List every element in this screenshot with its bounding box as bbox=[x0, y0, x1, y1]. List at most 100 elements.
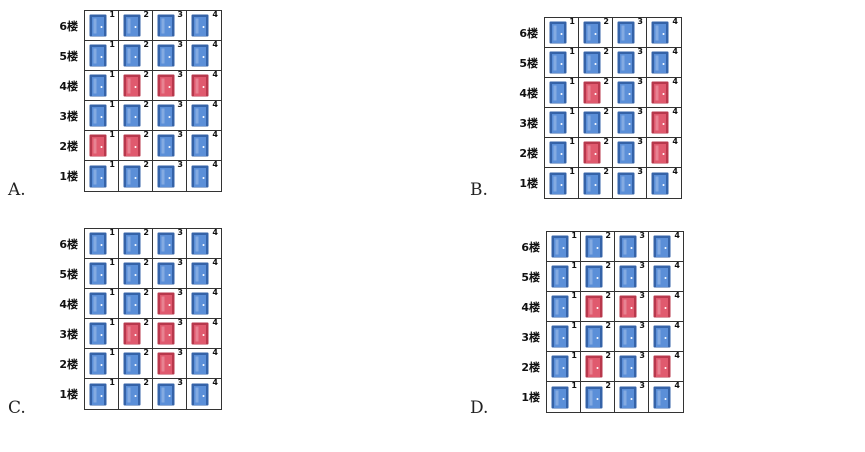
room-number: 3 bbox=[177, 40, 183, 49]
door-icon bbox=[651, 51, 669, 74]
room-number: 3 bbox=[177, 378, 183, 387]
room-cell: 1 bbox=[545, 48, 579, 78]
room-cell: 1 bbox=[85, 289, 119, 319]
door-icon bbox=[617, 81, 635, 104]
door-icon bbox=[651, 172, 669, 195]
room-cell: 3 bbox=[153, 131, 187, 161]
room-cell-highlighted: 2 bbox=[119, 131, 153, 161]
room-cell-highlighted: 3 bbox=[153, 71, 187, 101]
door-icon bbox=[89, 383, 107, 406]
floor-label: 6楼 bbox=[521, 241, 540, 254]
room-cell-highlighted: 2 bbox=[119, 71, 153, 101]
room-cell-highlighted: 2 bbox=[581, 352, 615, 382]
room-number: 3 bbox=[177, 160, 183, 169]
room-cell: 3 bbox=[153, 41, 187, 71]
door-icon bbox=[123, 352, 141, 375]
door-icon bbox=[123, 232, 141, 255]
room-number: 2 bbox=[143, 100, 149, 109]
room-number: 4 bbox=[212, 318, 218, 327]
room-cell-highlighted: 4 bbox=[647, 138, 681, 168]
room-cell: 3 bbox=[613, 108, 647, 138]
room-cell: 2 bbox=[119, 229, 153, 259]
room-number: 2 bbox=[143, 318, 149, 327]
room-cell-highlighted: 2 bbox=[579, 138, 613, 168]
room-number: 1 bbox=[569, 137, 575, 146]
room-cell: 3 bbox=[153, 11, 187, 41]
room-number: 3 bbox=[639, 351, 645, 360]
room-cell: 4 bbox=[647, 48, 681, 78]
room-number: 3 bbox=[639, 231, 645, 240]
door-icon bbox=[585, 235, 603, 258]
door-icon bbox=[651, 21, 669, 44]
room-number: 2 bbox=[603, 167, 609, 176]
room-cell: 2 bbox=[119, 11, 153, 41]
room-cell: 4 bbox=[187, 11, 221, 41]
room-number: 3 bbox=[177, 228, 183, 237]
room-cell: 4 bbox=[187, 379, 221, 409]
room-cell: 4 bbox=[187, 289, 221, 319]
door-icon bbox=[157, 134, 175, 157]
room-number: 1 bbox=[109, 100, 115, 109]
room-number: 3 bbox=[177, 318, 183, 327]
highlighted-door-icon bbox=[191, 322, 209, 345]
room-cell: 4 bbox=[187, 101, 221, 131]
room-cell: 2 bbox=[119, 101, 153, 131]
floor-label: 1楼 bbox=[521, 391, 540, 404]
door-icon bbox=[157, 165, 175, 188]
room-cell: 1 bbox=[85, 101, 119, 131]
room-number: 3 bbox=[177, 130, 183, 139]
room-cell-highlighted: 2 bbox=[579, 78, 613, 108]
room-number: 4 bbox=[674, 261, 680, 270]
room-cell-highlighted: 3 bbox=[153, 289, 187, 319]
room-number: 4 bbox=[674, 231, 680, 240]
door-icon bbox=[123, 44, 141, 67]
door-icon bbox=[89, 165, 107, 188]
door-icon bbox=[191, 352, 209, 375]
door-icon bbox=[585, 386, 603, 409]
room-cell: 2 bbox=[119, 379, 153, 409]
door-icon bbox=[549, 111, 567, 134]
floor-label: 4楼 bbox=[519, 87, 538, 100]
room-cell: 4 bbox=[647, 18, 681, 48]
room-number: 1 bbox=[569, 77, 575, 86]
floor-label: 4楼 bbox=[59, 80, 78, 93]
door-icon bbox=[191, 44, 209, 67]
room-number: 1 bbox=[109, 348, 115, 357]
room-cell: 3 bbox=[153, 161, 187, 191]
room-cell: 1 bbox=[545, 78, 579, 108]
room-number: 3 bbox=[637, 47, 643, 56]
door-icon bbox=[619, 325, 637, 348]
floor-label: 6楼 bbox=[59, 238, 78, 251]
door-icon bbox=[191, 104, 209, 127]
door-icon bbox=[585, 265, 603, 288]
room-cell: 2 bbox=[581, 232, 615, 262]
door-icon bbox=[157, 383, 175, 406]
highlighted-door-icon bbox=[157, 74, 175, 97]
door-icon bbox=[551, 355, 569, 378]
room-cell: 2 bbox=[119, 349, 153, 379]
door-icon bbox=[157, 262, 175, 285]
room-cell: 2 bbox=[579, 108, 613, 138]
door-icon bbox=[89, 322, 107, 345]
door-icon bbox=[617, 51, 635, 74]
door-icon bbox=[617, 172, 635, 195]
room-number: 4 bbox=[672, 17, 678, 26]
door-icon bbox=[549, 21, 567, 44]
door-icon bbox=[123, 104, 141, 127]
room-number: 1 bbox=[571, 231, 577, 240]
room-number: 4 bbox=[212, 258, 218, 267]
room-number: 2 bbox=[143, 160, 149, 169]
highlighted-door-icon bbox=[583, 81, 601, 104]
highlighted-door-icon bbox=[585, 355, 603, 378]
room-cell: 3 bbox=[613, 138, 647, 168]
door-icon bbox=[157, 44, 175, 67]
floor-label: 3楼 bbox=[59, 110, 78, 123]
room-cell: 1 bbox=[547, 262, 581, 292]
room-number: 1 bbox=[109, 378, 115, 387]
door-icon bbox=[123, 14, 141, 37]
floor-label: 2楼 bbox=[521, 361, 540, 374]
room-number: 1 bbox=[109, 40, 115, 49]
